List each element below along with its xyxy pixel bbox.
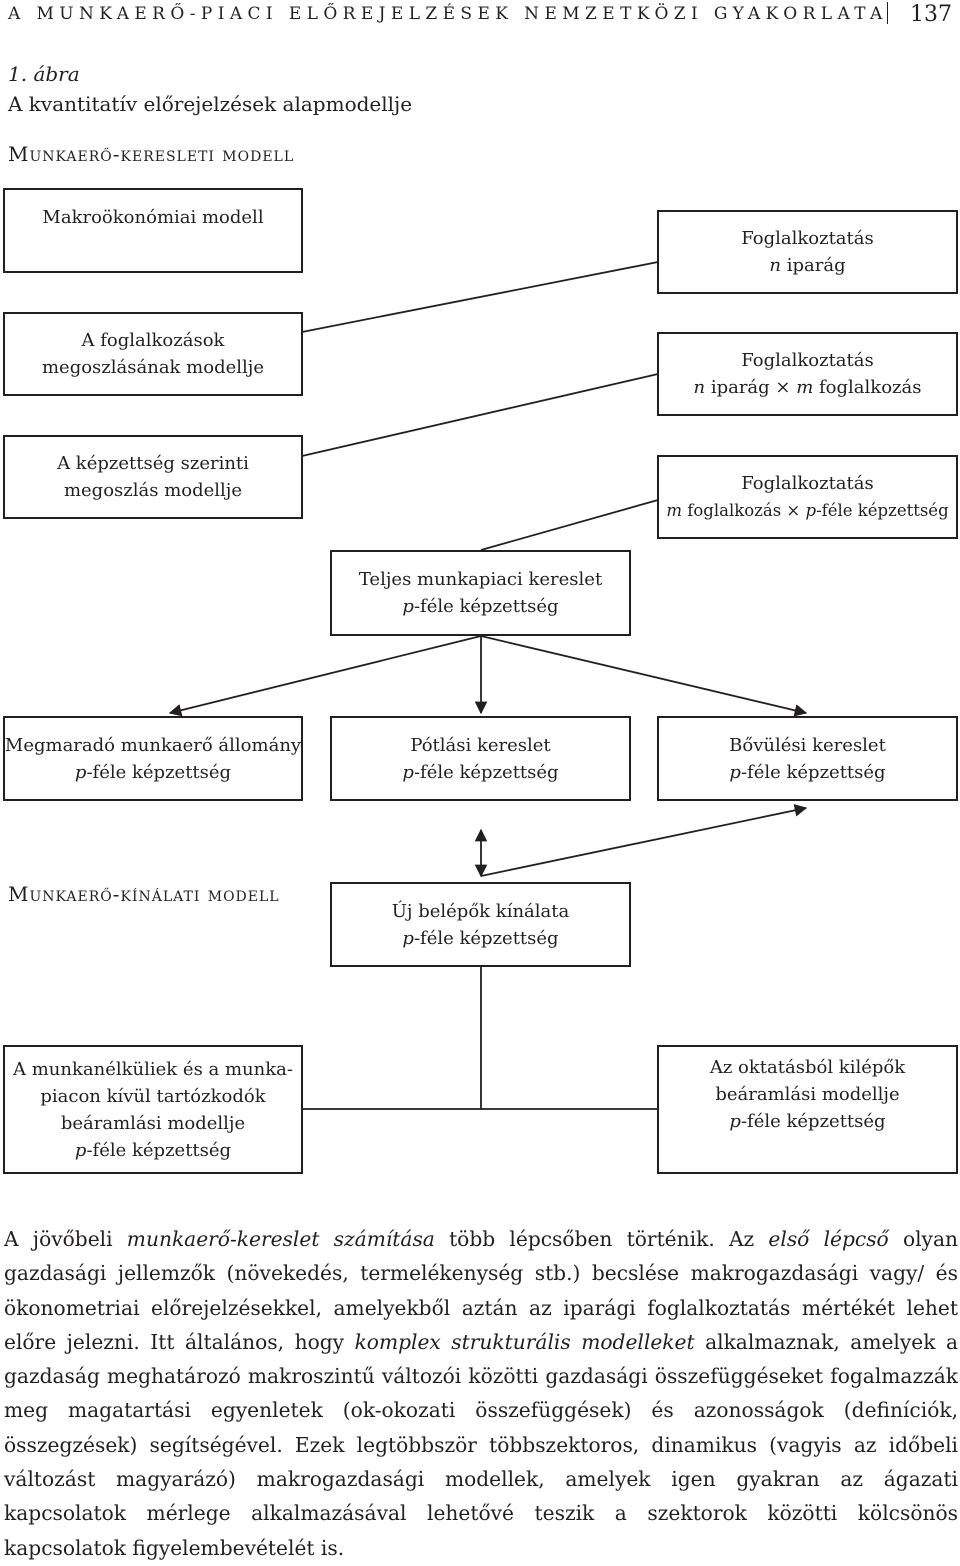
running-title: A MUNKAERŐ-PIACI ELŐREJELZÉSEK NEMZETKÖZ… (8, 4, 888, 24)
header-divider (887, 2, 888, 24)
expansion-demand-box: Bővülési kereslet p-féle képzettség (657, 716, 958, 801)
text-segment-italic: első lépcső (768, 1227, 889, 1251)
unemployed-inflow-box: A munkanélküliek és a munka- piacon kívü… (3, 1045, 303, 1174)
supply-section-label: Munkaerő-kínálati modell (8, 882, 280, 906)
text-segment-italic: munkaerő-kereslet számítása (126, 1227, 435, 1251)
new-entrants-box: Új belépők kínálata p-féle képzettség (330, 882, 631, 967)
page-number: 137 (910, 2, 952, 27)
connector-skill-to-emp-nm (301, 373, 659, 457)
arrow-total-to-remaining (168, 635, 482, 717)
arrow-total-to-expansion (480, 635, 808, 717)
connector-total-to-emp-mp (480, 499, 659, 551)
text-segment: alkalmaznak, amelyek a gazdaság meghatár… (4, 1329, 959, 1560)
macro-model-box: Makroökonómiai modell (3, 188, 303, 273)
remaining-workforce-box: Megmaradó munkaerő állomány p-féle képze… (3, 716, 303, 801)
connector-new-to-unemployed (302, 966, 482, 1110)
text-segment-italic: komplex strukturális modelleket (354, 1329, 695, 1354)
figure-title: A kvantitatív előrejelzések alapmodellje (8, 92, 413, 116)
employment-nm-box: Foglalkoztatás n iparág × m foglalkozás (657, 332, 958, 416)
body-paragraph: A jövőbeli munkaerő-kereslet számítása t… (4, 1222, 958, 1565)
skill-distribution-box: A képzettség szerinti megoszlás modellje (3, 435, 303, 519)
education-outflow-box: Az oktatásból kilépők beáramlási modellj… (657, 1045, 958, 1174)
text-segment: A jövőbeli (4, 1227, 127, 1251)
demand-section-label: Munkaerő-keresleti modell (8, 142, 295, 166)
figure-number: 1. ábra (8, 62, 80, 86)
text-segment: több lépcsőben történik. Az (434, 1227, 769, 1251)
text-segment: olyan gazdasági jellemzők (növekedés, te… (4, 1227, 958, 1354)
replacement-demand-box: Pótlási kereslet p-féle képzettség (330, 716, 631, 801)
occupation-distribution-box: A foglalkozások megoszlásának modellje (3, 312, 303, 396)
employment-n-box: Foglalkoztatás n iparág (657, 210, 958, 294)
employment-mp-box: Foglalkoztatás m foglalkozás × p-féle ké… (657, 455, 958, 539)
connector-occ-to-emp-n (301, 261, 659, 333)
total-demand-box: Teljes munkapiaci kereslet p-féle képzet… (330, 550, 631, 636)
arrow-new-entrants-to-expansion (480, 804, 808, 877)
diagram-connectors (168, 261, 808, 1110)
